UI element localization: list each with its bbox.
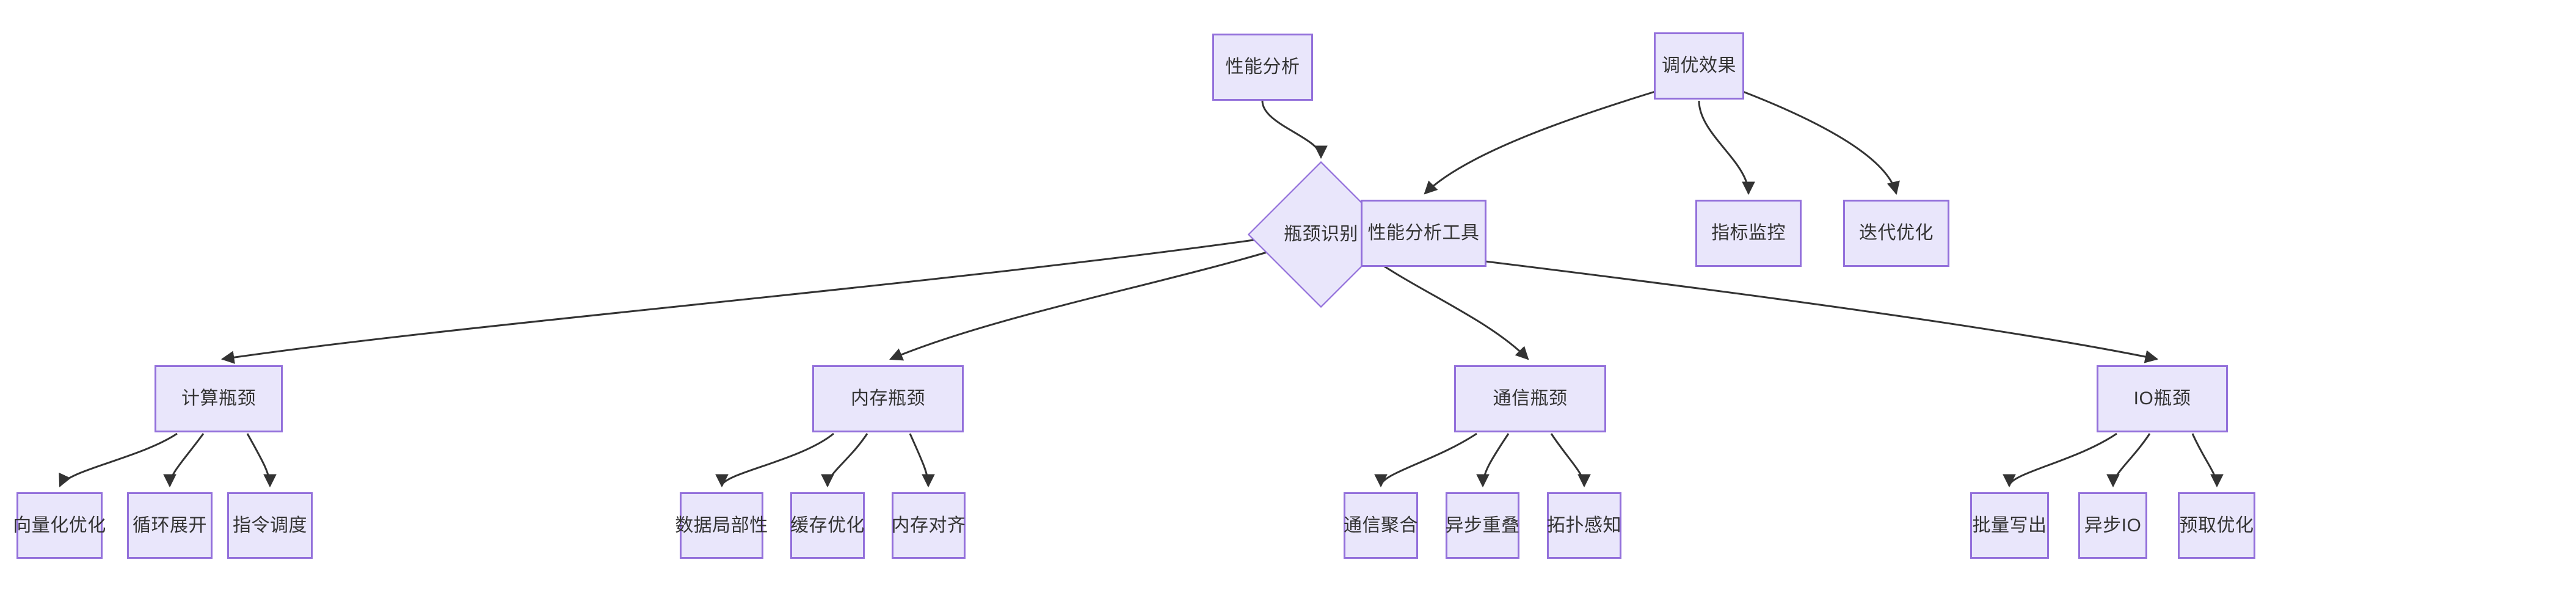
- edge-perf_analysis-to-bottleneck_id: [1261, 100, 1328, 159]
- node-io_bn[interactable]: IO瓶颈: [2097, 365, 2228, 432]
- node-tuning_effect[interactable]: 调优效果: [1654, 32, 1744, 100]
- node-topo_aware[interactable]: 拓扑感知: [1547, 492, 1621, 559]
- node-async_overlap[interactable]: 异步重叠: [1446, 492, 1519, 559]
- edge-memory_bn-to-mem_align: [909, 433, 935, 488]
- node-label-vectorize: 向量化优化: [13, 515, 106, 536]
- node-memory_bn[interactable]: 内存瓶颈: [812, 365, 964, 432]
- node-label-instr_sched: 指令调度: [233, 515, 307, 536]
- edge-io_bn-to-batch_write: [2003, 432, 2117, 488]
- edge-tuning_effect-to-iterative_opt: [1742, 90, 1900, 195]
- node-label-compute_bn: 计算瓶颈: [181, 388, 256, 409]
- node-perf_analysis[interactable]: 性能分析: [1212, 34, 1313, 101]
- edge-compute_bn-to-vectorize: [59, 432, 178, 487]
- node-label-loop_unroll: 循环展开: [133, 515, 207, 536]
- node-vectorize[interactable]: 向量化优化: [13, 492, 106, 559]
- edge-bottleneck_id-to-compute_bn: [220, 238, 1259, 364]
- edge-comm_bn-to-comm_agg: [1374, 432, 1477, 488]
- node-label-mem_align: 内存对齐: [891, 515, 966, 536]
- node-comm_bn[interactable]: 通信瓶颈: [1454, 365, 1606, 432]
- node-profiling_tools[interactable]: 性能分析工具: [1361, 200, 1486, 267]
- node-label-memory_bn: 内存瓶颈: [851, 388, 925, 409]
- node-label-io_bn: IO瓶颈: [2133, 388, 2191, 409]
- node-label-prefetch_opt: 预取优化: [2179, 515, 2254, 536]
- node-label-comm_bn: 通信瓶颈: [1493, 388, 1568, 409]
- node-label-profiling_tools: 性能分析工具: [1367, 223, 1480, 243]
- node-iterative_opt[interactable]: 迭代优化: [1843, 200, 1949, 267]
- edge-memory_bn-to-data_locality: [715, 432, 834, 488]
- edge-bottleneck_id-to-comm_bn: [1374, 258, 1529, 360]
- edge-io_bn-to-async_io: [2106, 433, 2151, 488]
- node-label-batch_write: 批量写出: [1972, 515, 2047, 536]
- node-async_io[interactable]: 异步IO: [2078, 492, 2147, 559]
- node-mem_align[interactable]: 内存对齐: [892, 492, 966, 559]
- node-cache_opt[interactable]: 缓存优化: [790, 492, 865, 559]
- node-label-perf_analysis: 性能分析: [1225, 57, 1300, 77]
- edge-compute_bn-to-instr_sched: [246, 433, 277, 488]
- node-metric_monitor[interactable]: 指标监控: [1695, 200, 1802, 267]
- edge-comm_bn-to-topo_aware: [1550, 433, 1591, 488]
- node-label-comm_agg: 通信聚合: [1344, 515, 1418, 536]
- edge-io_bn-to-prefetch_opt: [2191, 433, 2224, 488]
- node-compute_bn[interactable]: 计算瓶颈: [155, 365, 283, 432]
- node-label-async_io: 异步IO: [2084, 515, 2142, 536]
- node-data_locality[interactable]: 数据局部性: [675, 492, 768, 559]
- edge-tuning_effect-to-metric_monitor: [1698, 100, 1755, 195]
- node-loop_unroll[interactable]: 循环展开: [127, 492, 213, 559]
- node-label-tuning_effect: 调优效果: [1662, 56, 1736, 76]
- node-label-cache_opt: 缓存优化: [790, 515, 865, 536]
- edge-tuning_effect-to-profiling_tools: [1424, 90, 1656, 195]
- node-batch_write[interactable]: 批量写出: [1970, 492, 2049, 559]
- node-label-topo_aware: 拓扑感知: [1547, 515, 1621, 536]
- node-prefetch_opt[interactable]: 预取优化: [2178, 492, 2255, 559]
- node-label-metric_monitor: 指标监控: [1711, 223, 1786, 243]
- node-comm_agg[interactable]: 通信聚合: [1344, 492, 1418, 559]
- node-label-iterative_opt: 迭代优化: [1859, 223, 1934, 243]
- edge-comm_bn-to-async_overlap: [1476, 433, 1510, 488]
- edge-memory_bn-to-cache_opt: [821, 433, 868, 488]
- node-label-async_overlap: 异步重叠: [1445, 515, 1520, 536]
- node-label-data_locality: 数据局部性: [675, 515, 768, 536]
- edge-compute_bn-to-loop_unroll: [163, 433, 205, 488]
- edge-bottleneck_id-to-memory_bn: [889, 250, 1270, 361]
- node-instr_sched[interactable]: 指令调度: [227, 492, 313, 559]
